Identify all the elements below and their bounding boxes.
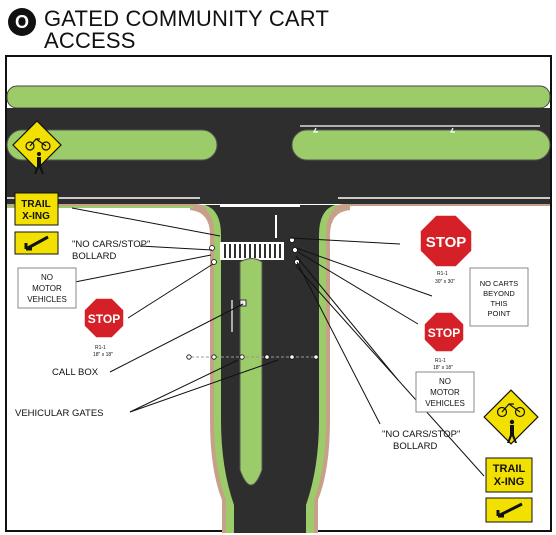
gate-posts — [186, 354, 319, 360]
leader-lines — [71, 207, 485, 477]
no-motor-vehicles-sign-left — [17, 267, 77, 309]
bollard-right-label-1: "NO CARS/STOP" — [382, 429, 460, 440]
left-trail-text-2: X-ING — [22, 211, 50, 222]
trail-xing-sign-right — [483, 389, 539, 523]
right-no-motor-1: NO — [439, 377, 451, 386]
call-box-label: CALL BOX — [52, 367, 99, 378]
right-trail-text-2: X-ING — [494, 476, 525, 488]
right-warning-diamond — [483, 389, 539, 445]
bicycle-icon-right — [496, 403, 526, 418]
left-trail-plaque — [14, 192, 59, 226]
no-carts-sign — [469, 267, 529, 327]
stop-left-code: R1-1 — [95, 345, 106, 351]
stop-sign-right-small — [423, 311, 465, 353]
left-warning-diamond — [12, 120, 62, 170]
stop-right-large-text: STOP — [426, 234, 467, 251]
bollard-right-label-2: BOLLARD — [393, 441, 437, 452]
left-median — [6, 129, 218, 161]
pedestrian-icon — [34, 152, 44, 174]
right-trail-text-1: TRAIL — [493, 463, 526, 475]
stem-median — [239, 258, 263, 486]
left-no-motor-2: MOTOR — [32, 284, 62, 293]
page-title-line2: ACCESS — [44, 28, 136, 53]
no-carts-text-3: THIS — [490, 299, 507, 308]
stem-road — [205, 205, 335, 533]
left-no-motor-1: NO — [41, 273, 53, 282]
arrow-down-left-icon-right — [496, 502, 523, 518]
no-carts-text-4: POINT — [488, 309, 511, 318]
call-box-marker — [239, 299, 247, 307]
left-curb-grass — [7, 206, 193, 208]
right-corner-curb — [332, 204, 550, 216]
right-median — [291, 129, 551, 161]
stop-right-small-size: 18" x 18" — [433, 365, 453, 371]
bicycle-icon — [25, 138, 51, 151]
lane-arrow-2 — [450, 127, 455, 133]
crosswalk — [220, 242, 284, 260]
right-no-motor-3: VEHICLES — [425, 399, 465, 408]
left-trail-text-1: TRAIL — [21, 199, 50, 210]
trail-xing-sign-left — [12, 120, 62, 255]
top-grass-strip — [6, 85, 551, 109]
left-no-motor-3: VEHICLES — [27, 295, 67, 304]
bollard-left-label-1: "NO CARS/STOP" — [72, 239, 150, 250]
stop-right-small-code: R1-1 — [435, 358, 446, 364]
no-motor-vehicles-sign-right — [415, 371, 475, 413]
no-carts-text-2: BEYOND — [483, 289, 515, 298]
right-trail-plaque — [485, 457, 533, 493]
no-carts-text-1: NO CARTS — [480, 279, 519, 288]
stop-left-text: STOP — [88, 312, 120, 326]
pedestrian-icon-right — [507, 419, 517, 443]
stop-sign-left — [83, 297, 125, 339]
stop-sign-right-large — [419, 214, 473, 268]
lane-arrow-1 — [313, 127, 318, 133]
arrow-down-left-icon — [24, 235, 49, 251]
vehicular-gates-label: VEHICULAR GATES — [15, 408, 104, 419]
stop-left-size: 18" x 18" — [93, 352, 113, 358]
stop-right-large-size: 30" x 30" — [435, 279, 455, 285]
stop-right-small-text: STOP — [428, 326, 460, 340]
right-no-motor-2: MOTOR — [430, 388, 460, 397]
bollard-left-label-2: BOLLARD — [72, 251, 116, 262]
section-badge: O — [8, 8, 36, 36]
stop-right-large-code: R1-1 — [437, 271, 448, 277]
page-title-line1: GATED COMMUNITY CART — [44, 6, 330, 31]
diagram-header: O GATED COMMUNITY CART ACCESS — [8, 6, 548, 54]
